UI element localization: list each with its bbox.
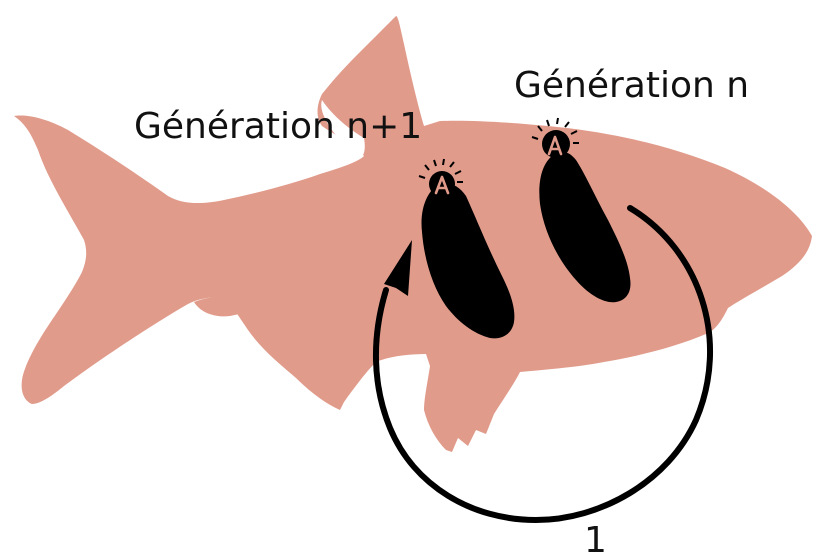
label-cycle-count: 1 (584, 520, 607, 554)
label-generation-n-plus-1: Génération n+1 (134, 106, 422, 147)
parasite-head (429, 171, 455, 197)
parasite-head (542, 130, 570, 158)
label-generation-n: Génération n (514, 65, 749, 106)
